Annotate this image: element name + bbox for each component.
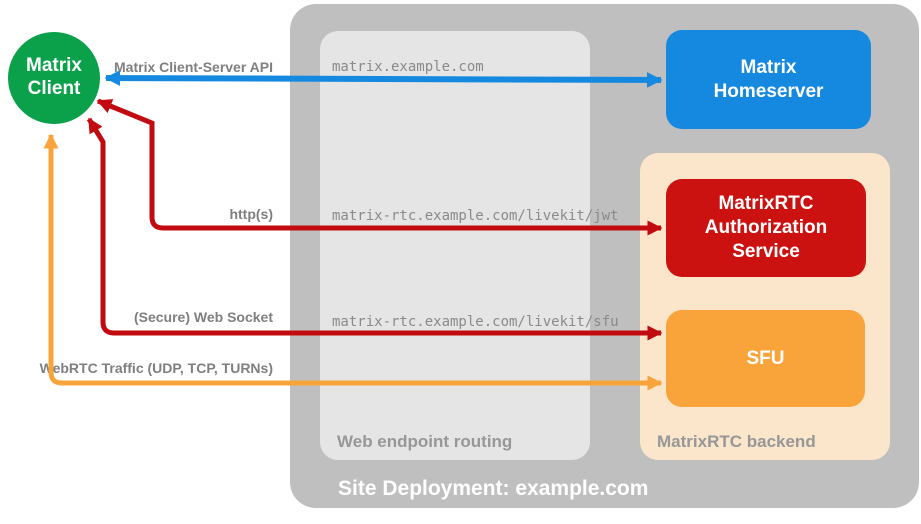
matrix-client-label: Matrix Client xyxy=(26,55,82,99)
sfu-label: SFU xyxy=(746,347,785,369)
matrix-client-node: Matrix Client xyxy=(8,32,100,124)
endpoint-matrix-example-com: matrix.example.com xyxy=(332,59,484,75)
endpoint-livekit-jwt: matrix-rtc.example.com/livekit/jwt xyxy=(332,208,619,224)
matrixrtc-authorization-service-node: MatrixRTC Authorization Service xyxy=(666,179,866,277)
websocket-arrow-label: (Secure) Web Socket xyxy=(133,309,273,325)
matrixrtc-backend-label: MatrixRTC backend xyxy=(657,432,816,451)
sfu-node: SFU xyxy=(666,310,865,407)
http-arrow-label: http(s) xyxy=(229,206,273,222)
site-deployment-label: Site Deployment: example.com xyxy=(338,477,649,500)
matrix-homeserver-node: Matrix Homeserver xyxy=(666,30,871,129)
web-endpoint-routing-label: Web endpoint routing xyxy=(337,432,513,451)
client-server-api-arrow-label: Matrix Client-Server API xyxy=(114,59,273,75)
matrixrtc-authorization-service-label: MatrixRTC Authorization Service xyxy=(704,193,828,262)
endpoint-livekit-sfu: matrix-rtc.example.com/livekit/sfu xyxy=(332,314,619,330)
web-endpoint-routing-container: Web endpoint routing xyxy=(320,31,590,460)
webrtc-arrow-label: WebRTC Traffic (UDP, TCP, TURNs) xyxy=(39,360,273,376)
matrix-homeserver-label: Matrix Homeserver xyxy=(713,56,824,102)
